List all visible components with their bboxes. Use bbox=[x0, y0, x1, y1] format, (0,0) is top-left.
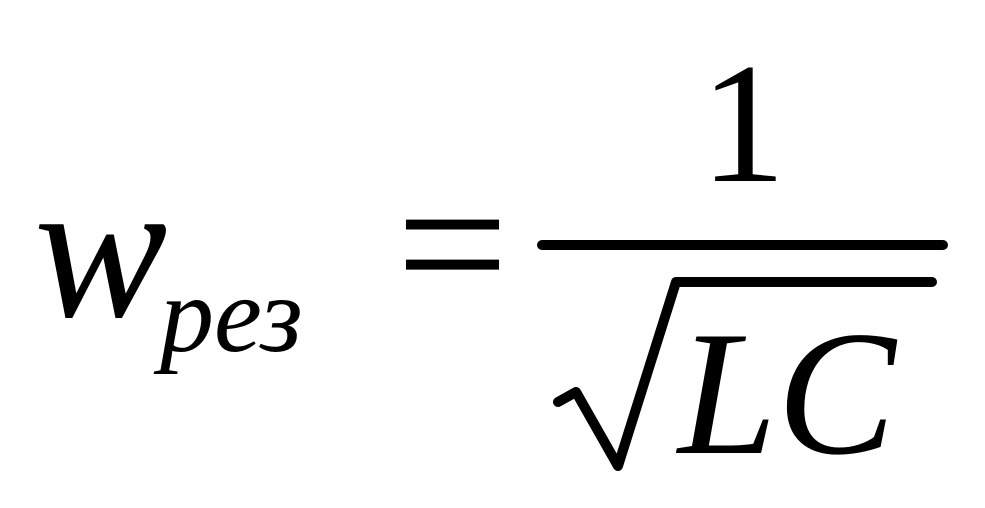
subscript-rez: рез bbox=[160, 256, 303, 375]
omega-symbol: w bbox=[34, 139, 168, 360]
fraction-bar bbox=[537, 240, 948, 250]
radicand-lc: LC bbox=[678, 294, 896, 492]
square-root-icon bbox=[553, 277, 937, 471]
numerator: 1 bbox=[700, 29, 786, 219]
equals-sign: = bbox=[396, 134, 509, 355]
